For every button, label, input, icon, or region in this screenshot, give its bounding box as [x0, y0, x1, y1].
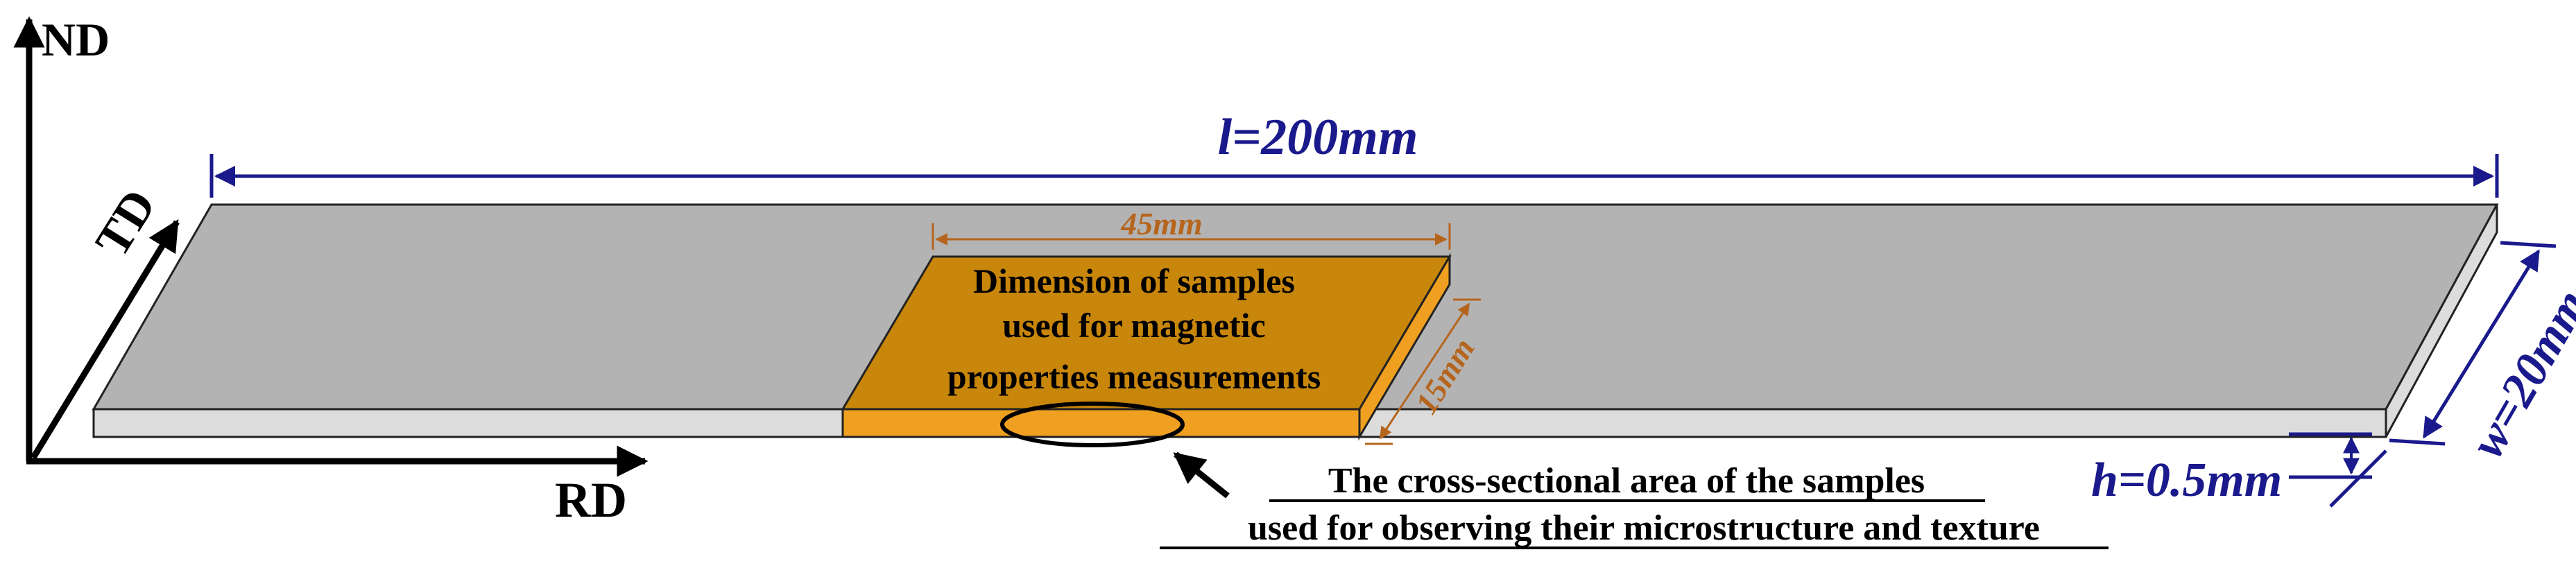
thickness-label: h=0.5mm	[2091, 454, 2282, 507]
td-axis-line	[31, 219, 180, 460]
width-tick-bottom	[2389, 438, 2446, 446]
sample-label-line3: properties measurements	[947, 357, 1321, 396]
sample-length-label: 45mm	[1120, 206, 1203, 241]
rd-label: RD	[555, 472, 627, 528]
thickness-leader	[2329, 449, 2387, 508]
cross-section-label-line1: The cross-sectional area of the samples	[1328, 461, 1925, 501]
sample-width-arrow	[1379, 302, 1470, 440]
cross-section-pointer	[1173, 451, 1230, 499]
sample-label-line1: Dimension of samples	[973, 261, 1295, 300]
width-arrow	[2422, 249, 2541, 439]
width-tick-top	[2500, 241, 2557, 248]
magnetic-sample: Dimension of samples used for magnetic p…	[841, 252, 1452, 447]
sample-label-line2: used for magnetic	[1002, 306, 1266, 345]
cross-section-annotation: The cross-sectional area of the samples …	[1160, 451, 2109, 549]
sample-front-face	[841, 408, 1361, 438]
length-label: l=200mm	[1218, 109, 1418, 166]
width-label: w=20mm	[2460, 281, 2576, 467]
cross-section-ellipse	[1000, 402, 1185, 447]
nd-label: ND	[42, 13, 110, 66]
cross-section-label-line2: used for observing their microstructure …	[1248, 508, 2040, 548]
